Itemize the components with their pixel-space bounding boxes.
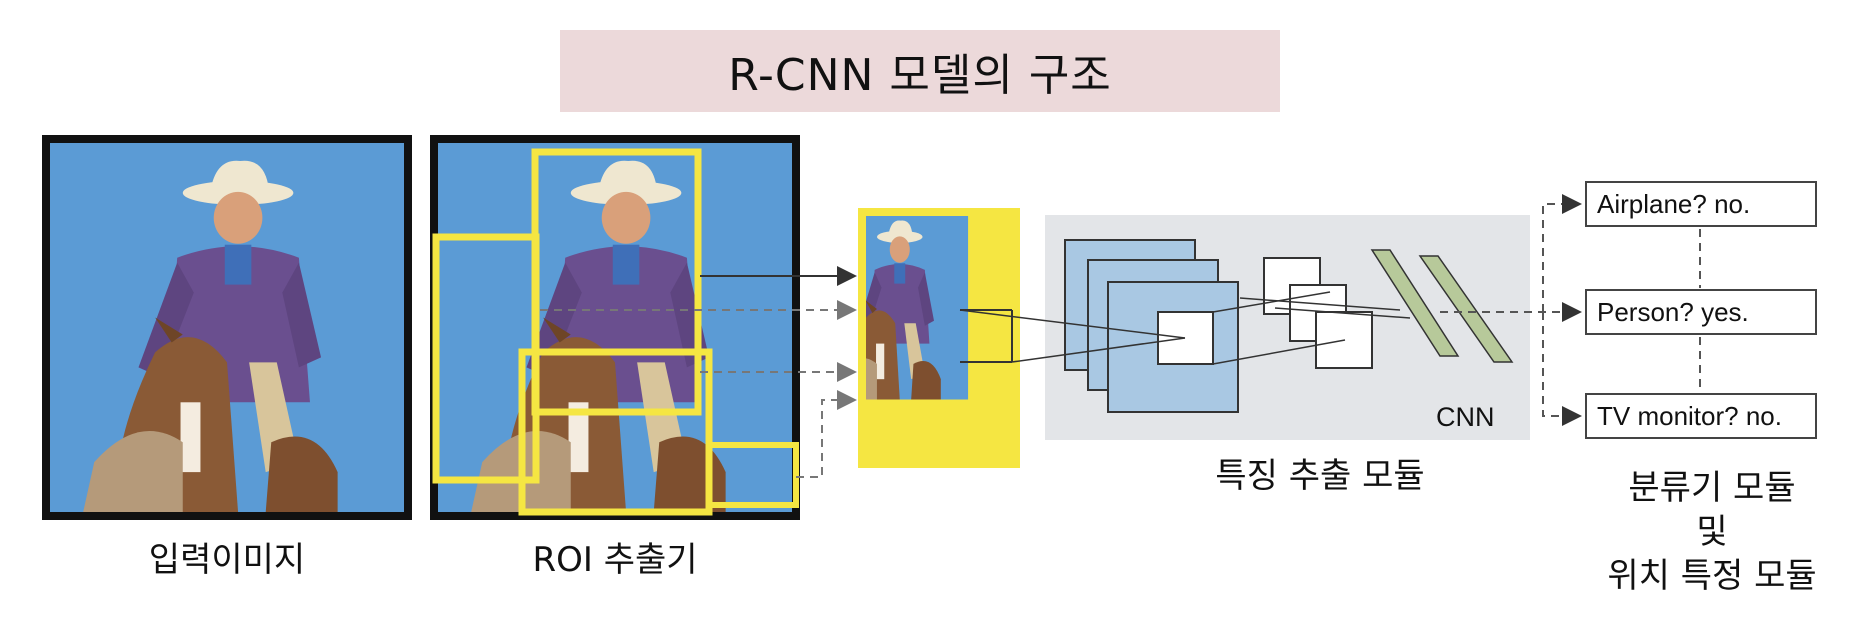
cropped-region xyxy=(858,208,1020,468)
pool-map-3 xyxy=(1315,311,1373,369)
roi-box-middle xyxy=(518,348,713,516)
output-arrows xyxy=(1440,194,1701,426)
fc-layer-1 xyxy=(1370,249,1460,357)
title-banner: R-CNN 모델의 구조 xyxy=(560,30,1280,112)
feature-module-label: 특징 추출 모듈 xyxy=(1215,456,1425,496)
roi-box-small xyxy=(706,442,799,508)
fc-layer-2 xyxy=(1418,255,1514,363)
classifier-label-line2: 및 xyxy=(1696,512,1728,552)
output-person: Person? yes. xyxy=(1585,289,1817,335)
page-title: R-CNN 모델의 구조 xyxy=(728,50,1112,101)
input-image-label: 입력이미지 xyxy=(148,540,306,580)
cnn-panel xyxy=(959,215,1530,440)
output-airplane: Airplane? no. xyxy=(1585,181,1817,227)
roi-box-left xyxy=(432,233,540,484)
roi-arrows xyxy=(540,266,857,478)
roi-extractor-label: ROI 추출기 xyxy=(532,540,698,580)
classifier-module-label: 분류기 모듈 및 위치 특정 모듈 xyxy=(1582,466,1842,598)
cnn-label: CNN xyxy=(1436,402,1495,432)
classifier-label-line1: 분류기 모듈 xyxy=(1628,468,1796,508)
roi-image-panel xyxy=(430,135,800,520)
input-image-panel xyxy=(42,135,412,520)
output-tv-monitor: TV monitor? no. xyxy=(1585,393,1817,439)
classifier-label-line3: 위치 특정 모듈 xyxy=(1607,556,1817,596)
kernel-box xyxy=(1157,311,1214,365)
